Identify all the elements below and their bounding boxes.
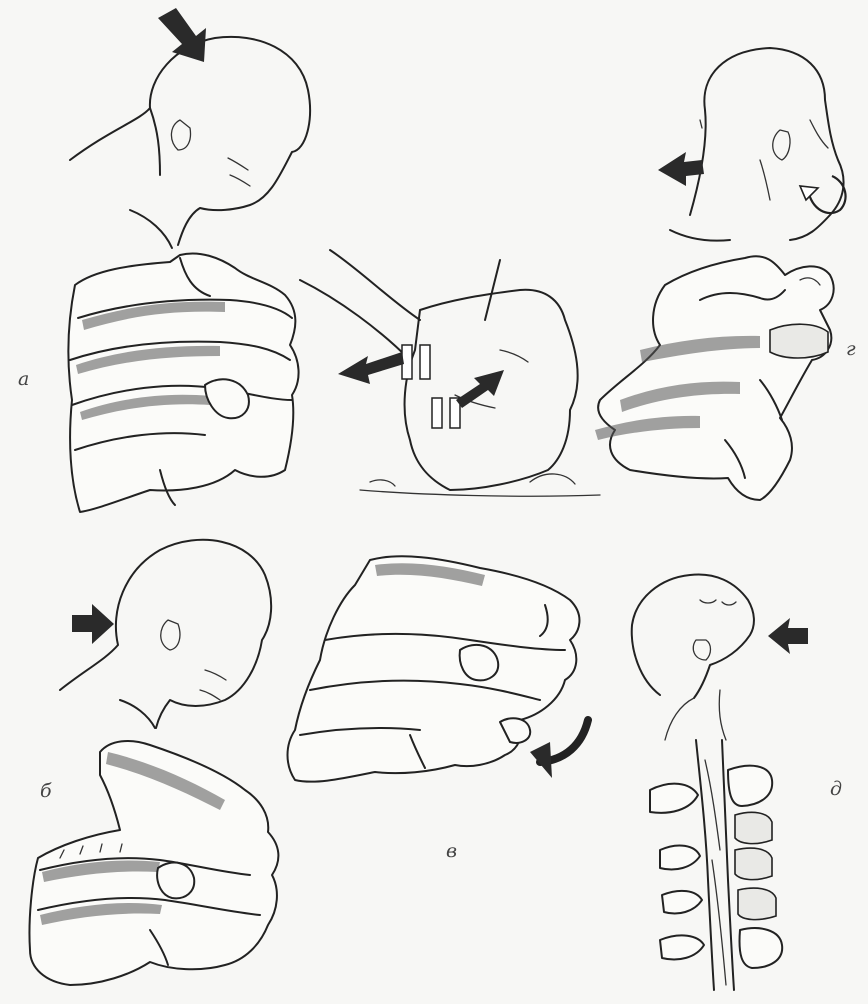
panel-label-d: д (830, 778, 842, 800)
panel-g-spine (595, 256, 834, 500)
panel-v-spine (288, 556, 580, 781)
arrow-right-up-icon (456, 370, 504, 408)
arrow-front-icon (768, 618, 808, 654)
arrow-right-icon (658, 152, 704, 186)
panel-b-spine (29, 741, 278, 985)
rotation-arrow-icon (800, 176, 846, 213)
panel-d-head (632, 574, 754, 740)
panel-b-head (60, 540, 271, 728)
arrow-left-icon (338, 352, 404, 384)
arrow-down-icon (158, 8, 206, 62)
curved-arrow-icon (530, 720, 588, 778)
panel-label-a: а (18, 368, 29, 390)
panel-g-head (670, 48, 844, 241)
panel-d-spine (650, 740, 782, 990)
arrow-back-icon (72, 604, 114, 644)
panel-label-b: б (40, 780, 52, 802)
panel-a-spine (68, 253, 298, 512)
panel-label-v: в (446, 840, 457, 862)
panel-label-g: г (846, 338, 856, 360)
panel-a-head (70, 37, 310, 248)
